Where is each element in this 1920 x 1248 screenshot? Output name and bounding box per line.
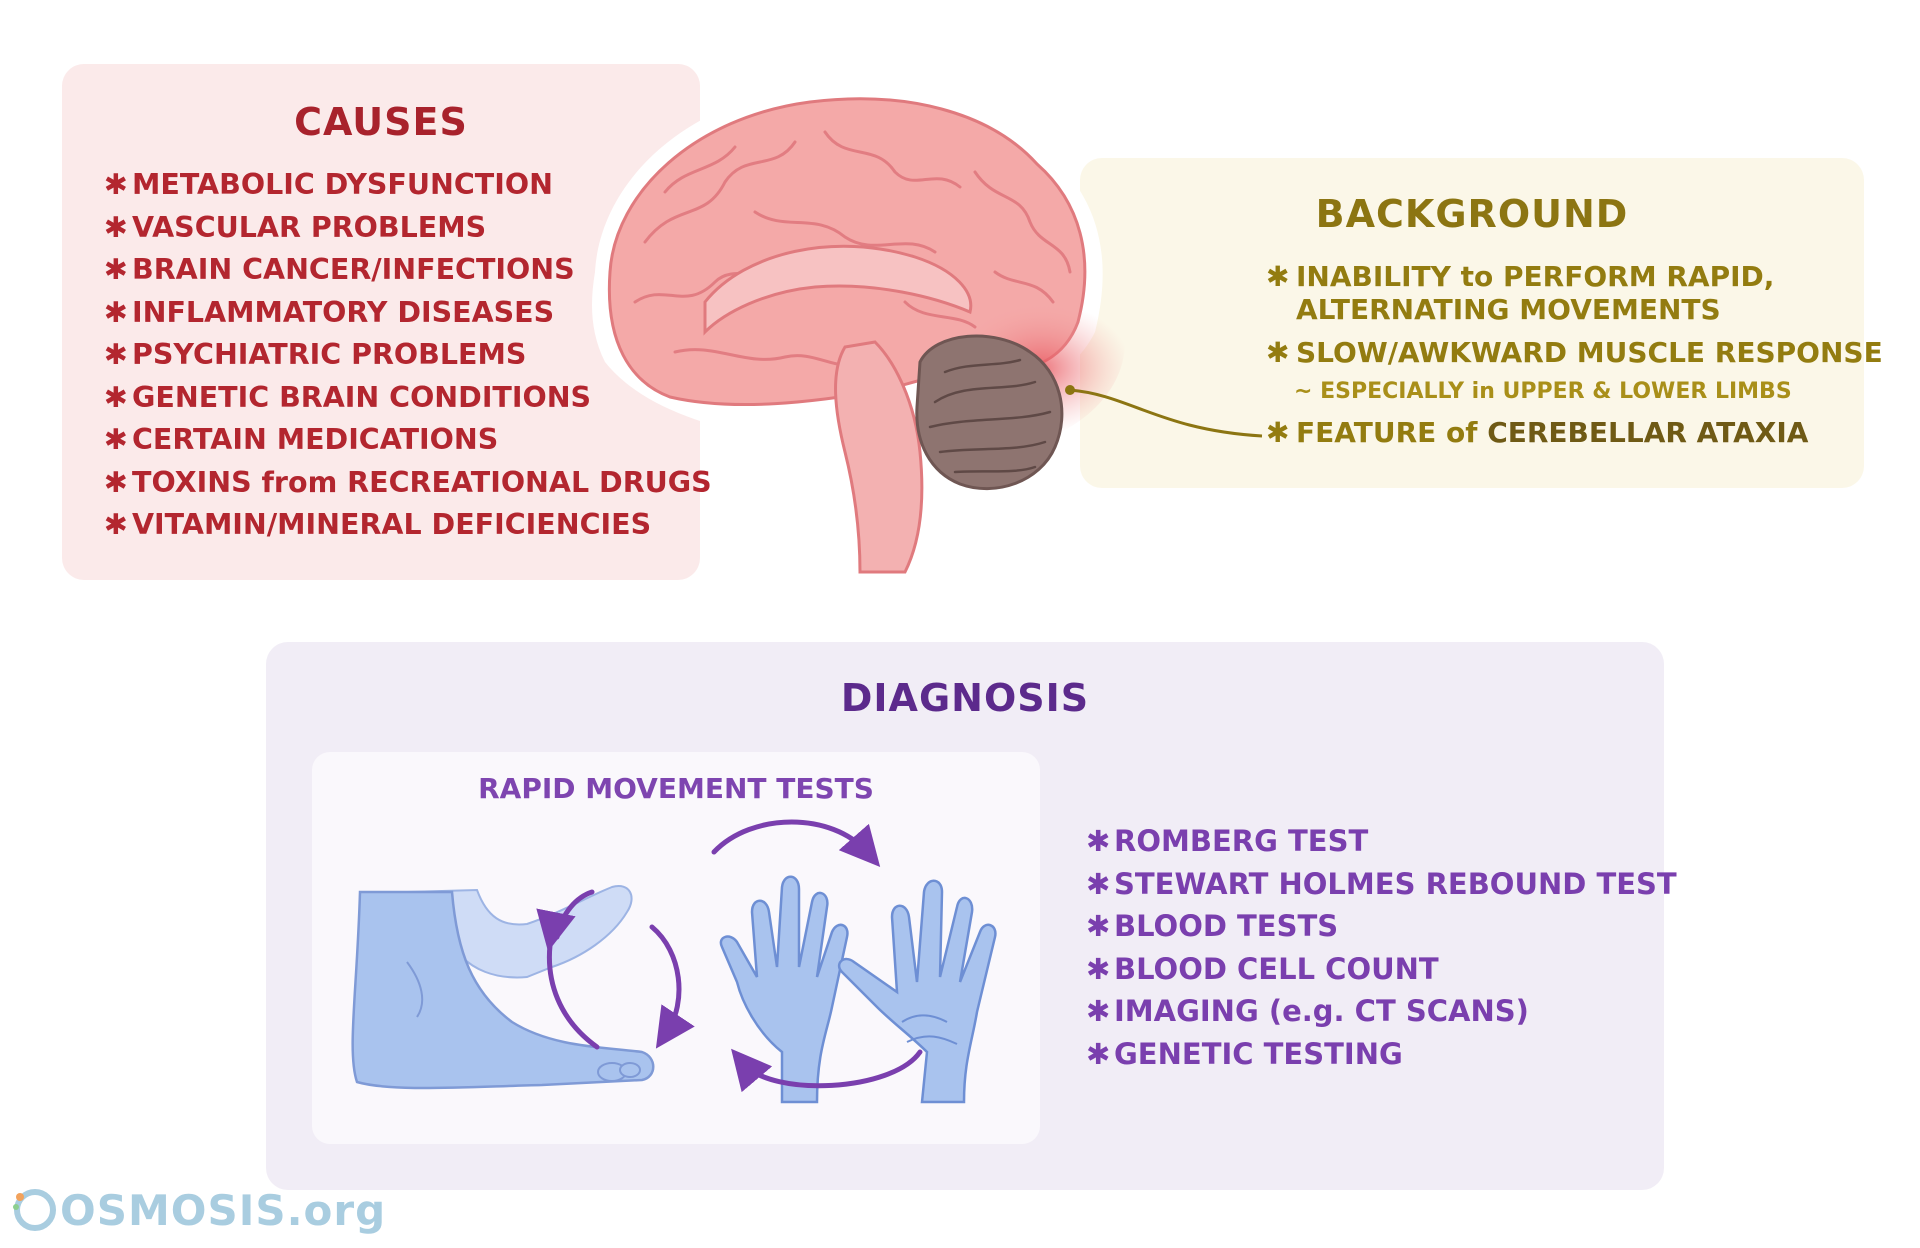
list-item: ✱INFLAMMATORY DISEASES [104, 292, 712, 335]
list-item: ✱CERTAIN MEDICATIONS [104, 419, 712, 462]
osmosis-logo-icon [13, 1189, 56, 1231]
causes-list: ✱METABOLIC DYSFUNCTION ✱VASCULAR PROBLEM… [104, 164, 712, 547]
background-list: ✱INABILITY to PERFORM RAPID, ALTERNATING… [1080, 158, 1883, 488]
foot-illustration [351, 885, 655, 1090]
list-item: ✱SLOW/AWKWARD MUSCLE RESPONSE [1266, 336, 1883, 369]
diagnosis-title: DIAGNOSIS [840, 676, 1090, 720]
asterisk-icon: ✱ [1266, 416, 1290, 449]
list-item: ✱STEWART HOLMES REBOUND TEST [1086, 863, 1677, 906]
list-item: ✱INABILITY to PERFORM RAPID, [1266, 260, 1775, 293]
asterisk-icon: ✱ [1086, 951, 1111, 986]
asterisk-icon: ✱ [1086, 824, 1111, 858]
asterisk-icon: ✱ [104, 465, 128, 499]
list-item: ✱IMAGING (e.g. CT SCANS) [1086, 990, 1677, 1033]
asterisk-icon: ✱ [1086, 1036, 1111, 1071]
asterisk-icon: ✱ [104, 168, 128, 201]
list-item: ✱GENETIC TESTING [1086, 1033, 1677, 1076]
list-item: ✱BLOOD TESTS [1086, 905, 1677, 948]
list-subitem: ~ ESPECIALLY in UPPER & LOWER LIMBS [1294, 379, 1792, 404]
asterisk-icon: ✱ [104, 423, 128, 456]
rapid-movement-title: RAPID MOVEMENT TESTS [478, 772, 874, 805]
background-panel: BACKGROUND ✱INABILITY to PERFORM RAPID, … [1080, 158, 1883, 488]
list-item: ✱BRAIN CANCER/INFECTIONS [104, 249, 712, 292]
diagnosis-list: ✱ROMBERG TEST ✱STEWART HOLMES REBOUND TE… [1086, 820, 1677, 1075]
brain-illustration [592, 83, 1125, 574]
limb-illustrations [351, 819, 997, 1104]
asterisk-icon: ✱ [1266, 336, 1290, 369]
asterisk-icon: ✱ [1086, 866, 1111, 901]
asterisk-icon: ✱ [104, 380, 128, 414]
list-item: ✱GENETIC BRAIN CONDITIONS [104, 377, 712, 420]
asterisk-icon: ✱ [104, 338, 128, 371]
asterisk-icon: ✱ [104, 210, 128, 244]
background-title: BACKGROUND [1315, 192, 1629, 236]
asterisk-icon: ✱ [104, 295, 128, 329]
list-item: ✱VITAMIN/MINERAL DEFICIENCIES [104, 504, 712, 547]
list-item: ✱FEATURE of CEREBELLAR ATAXIA [1266, 416, 1809, 449]
list-item: ✱BLOOD CELL COUNT [1086, 948, 1677, 991]
list-item: ✱ROMBERG TEST [1086, 820, 1677, 863]
list-item: ✱VASCULAR PROBLEMS [104, 207, 712, 250]
logo-text: OSMOSIS.org [60, 1185, 387, 1235]
list-item: ✱PSYCHIATRIC PROBLEMS [104, 334, 712, 377]
rapid-movement-panel: RAPID MOVEMENT TESTS [312, 752, 1040, 1144]
asterisk-icon: ✱ [1266, 260, 1290, 293]
list-item: ✱TOXINS from RECREATIONAL DRUGS [104, 462, 712, 505]
osmosis-logo[interactable]: OSMOSIS.org [10, 1180, 386, 1240]
asterisk-icon: ✱ [1086, 909, 1111, 943]
asterisk-icon: ✱ [104, 253, 128, 286]
asterisk-icon: ✱ [104, 508, 128, 541]
hands-illustration [719, 875, 997, 1104]
causes-title: CAUSES [294, 100, 468, 144]
hand-lines [901, 1014, 958, 1045]
list-item: ✱METABOLIC DYSFUNCTION [104, 164, 712, 207]
list-item-continuation: ALTERNATING MOVEMENTS [1296, 293, 1721, 326]
asterisk-icon: ✱ [1086, 994, 1111, 1028]
